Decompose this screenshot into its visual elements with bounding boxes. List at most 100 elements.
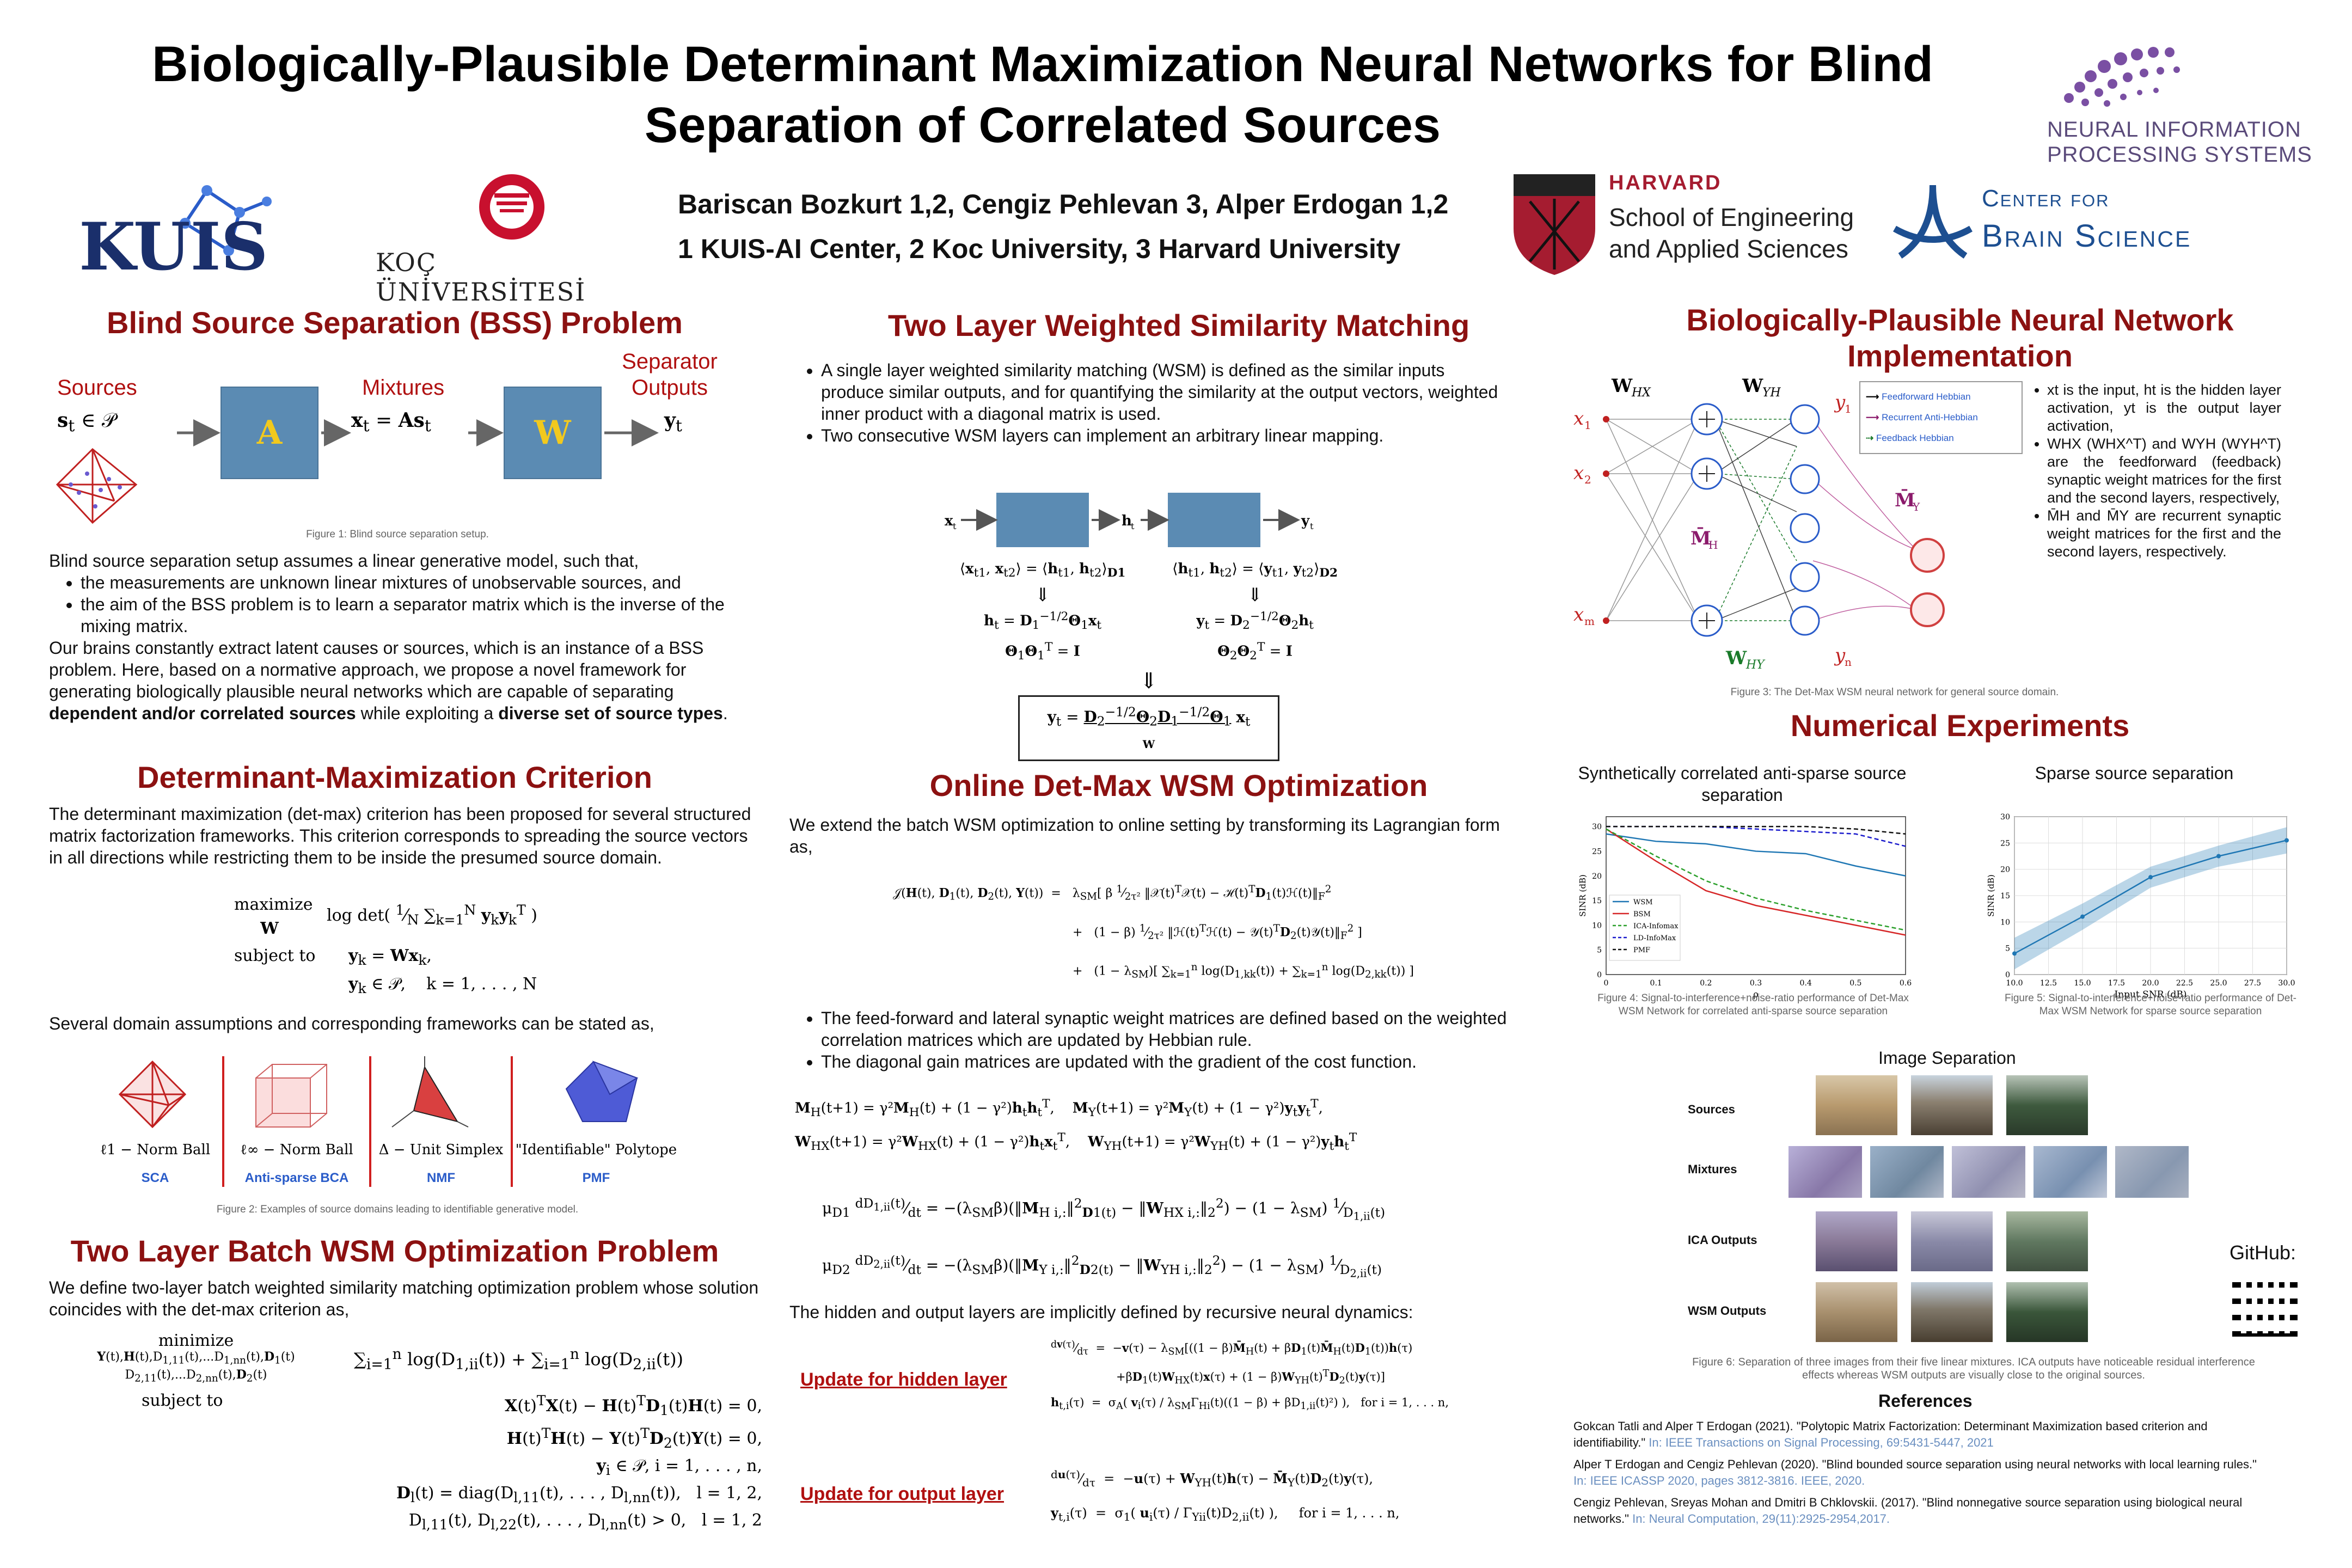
wsm-equations: ⟨xt1, xt2⟩ = ⟨ht1, ht2⟩D1⟨ht1, ht2⟩ = ⟨y… [936,558,1361,761]
reference-item: Cengiz Pehlevan, Sreyas Mohan and Dmitri… [1573,1496,2243,1526]
network-note: WHX (WHX^T) and WYH (WYH^T) are the feed… [2047,435,2281,507]
outputs-math: yt [664,409,682,436]
y-tick-label: 15 [1592,897,1602,905]
mixing-matrix-label: A [256,414,283,452]
svg-text:t: t [1131,521,1135,531]
svg-text:W: W [1742,375,1763,397]
online-bullet: The diagonal gain matrices are updated w… [821,1051,1508,1073]
x-axis-label: ρ [1753,989,1759,1000]
source-domain-polytope [56,448,138,524]
svg-text:H: H [1708,538,1718,552]
bss-heading: Blind Source Separation (BSS) Problem [107,305,683,340]
svg-text:M̄: M̄ [1690,527,1711,549]
x-tick-label: 22.5 [2176,979,2193,988]
ica-output-image [1911,1211,1993,1271]
row-label-sources: Sources [1688,1102,1735,1116]
svg-text:KUIS: KUIS [79,209,268,283]
confidence-band [2014,827,2287,970]
update-output-link[interactable]: Update for output layer [800,1484,1004,1504]
wsm-output-image [2006,1282,2088,1342]
wsm-bullet: A single layer weighted similarity match… [821,359,1508,425]
mixture-image [1870,1146,1944,1198]
svg-text:y: y [1834,391,1846,413]
y-tick-label: 0 [1597,971,1602,979]
bss-arrows [56,419,659,524]
svg-text:m: m [1584,615,1595,628]
author-list: Bariscan Bozkurt 1,2, Cengiz Pehlevan 3,… [678,189,1449,219]
data-point [2012,951,2017,956]
network-notes: xt is the input, ht is the hidden layer … [2025,381,2281,561]
fig6-caption: Figure 6: Separation of three images fro… [1692,1356,2255,1381]
data-point [2216,854,2221,859]
batch-heading: Two Layer Batch WSM Optimization Problem [70,1234,719,1268]
github-label: GitHub: [2230,1241,2296,1264]
x-tick-label: 17.5 [2108,979,2125,988]
fig3-caption: Figure 3: The Det-Max WSM neural network… [1730,687,2059,698]
mixture-image [2115,1146,2189,1198]
simplex-shape [391,1056,469,1128]
poster-title: Biologically-Plausible Determinant Maxim… [152,36,1933,153]
y-axis-label: SINR (dB) [1578,874,1588,917]
batch-paragraph: We define two-layer batch weighted simil… [49,1278,759,1319]
x-tick-label: 27.5 [2244,979,2261,988]
y-tick-label: 30 [1592,823,1602,831]
l1-ball-shape [118,1060,187,1129]
x-tick-label: 30.0 [2278,979,2295,988]
svg-text:y: y [1301,513,1310,529]
svg-text:x: x [1573,462,1584,484]
domain-method-bca: Anti-sparse BCA [244,1171,349,1185]
online-bullet: The feed-forward and lateral synaptic we… [821,1007,1508,1051]
cbs-line1: Center for [1982,185,2110,212]
svg-text:t: t [953,521,957,531]
cbs-line2: Brain Science [1982,218,2192,254]
koc-university-logo: KOÇ ÜNİVERSİTESİ [376,163,648,307]
svg-text:1: 1 [1584,419,1591,432]
wsm-output-image [1911,1282,1993,1342]
lagrangian-equation: 𝒥(H(t), D1(t), D2(t), Y(t)) = λSM[ β 1⁄2… [893,884,1414,981]
x-tick-label: 0.6 [1900,979,1912,988]
detmax-heading: Determinant-Maximization Criterion [137,760,652,794]
y-tick-label: 25 [2000,839,2010,848]
online-heading: Online Det-Max WSM Optimization [929,768,1428,803]
neurips-line1: NEURAL INFORMATION [2047,118,2301,142]
series-line [1606,825,1906,847]
online-bullets: The feed-forward and lateral synaptic we… [789,1007,1508,1073]
row-label-ica: ICA Outputs [1688,1233,1757,1247]
hidden-neurons [1690,403,1723,637]
update-hidden-link[interactable]: Update for hidden layer [800,1369,1007,1390]
x-tick-label: 0.5 [1849,979,1861,988]
bss-bullet: the measurements are unknown linear mixt… [81,572,762,593]
x-tick-label: 0.3 [1750,979,1762,988]
svg-text:2: 2 [1584,473,1591,486]
bss-bullet: the aim of the BSS problem is to learn a… [81,593,762,637]
chart2-title: Sparse source separation [2035,763,2234,783]
y-tick-label: 15 [2000,892,2010,901]
y-axis-label: SINR (dB) [1986,874,1996,917]
x-tick-label: 0.1 [1650,979,1662,988]
svg-text:x: x [1573,408,1584,430]
svg-text:Y: Y [1912,500,1920,513]
domain-method-sca: SCA [141,1171,169,1185]
y-tick-label: 10 [1592,921,1602,930]
source-image [1816,1075,1897,1135]
github-qr-code[interactable] [2232,1271,2298,1337]
svg-text:y: y [1834,645,1846,666]
bss-intro: Blind source separation setup assumes a … [49,550,762,724]
output-dynamics: du(τ)⁄dτ = −u(τ) + WYH(t)h(τ) − M̄Y(t)D2… [1051,1468,1400,1523]
series-line [1606,828,1906,936]
svg-text:x: x [1573,604,1584,626]
dynamics-intro: The hidden and output layers are implici… [789,1302,1413,1322]
image-separation-title: Image Separation [1878,1048,2016,1068]
svg-text:n: n [1845,656,1852,669]
x-axis-label: Input SNR (dB) [2114,989,2186,1000]
x-tick-label: 10.0 [2006,979,2023,988]
data-point [2284,838,2289,843]
legend-feedback: ⇢ Feedback Hebbian [1866,433,1954,443]
fig4-caption: Figure 4: Signal-to-interference+noise-r… [1597,993,1909,1017]
polytope-shape [565,1061,639,1122]
koc-logo-text: KOÇ ÜNİVERSİTESİ [376,248,586,307]
reference-item: Alper T Erdogan and Cengiz Pehlevan (202… [1573,1457,2257,1487]
